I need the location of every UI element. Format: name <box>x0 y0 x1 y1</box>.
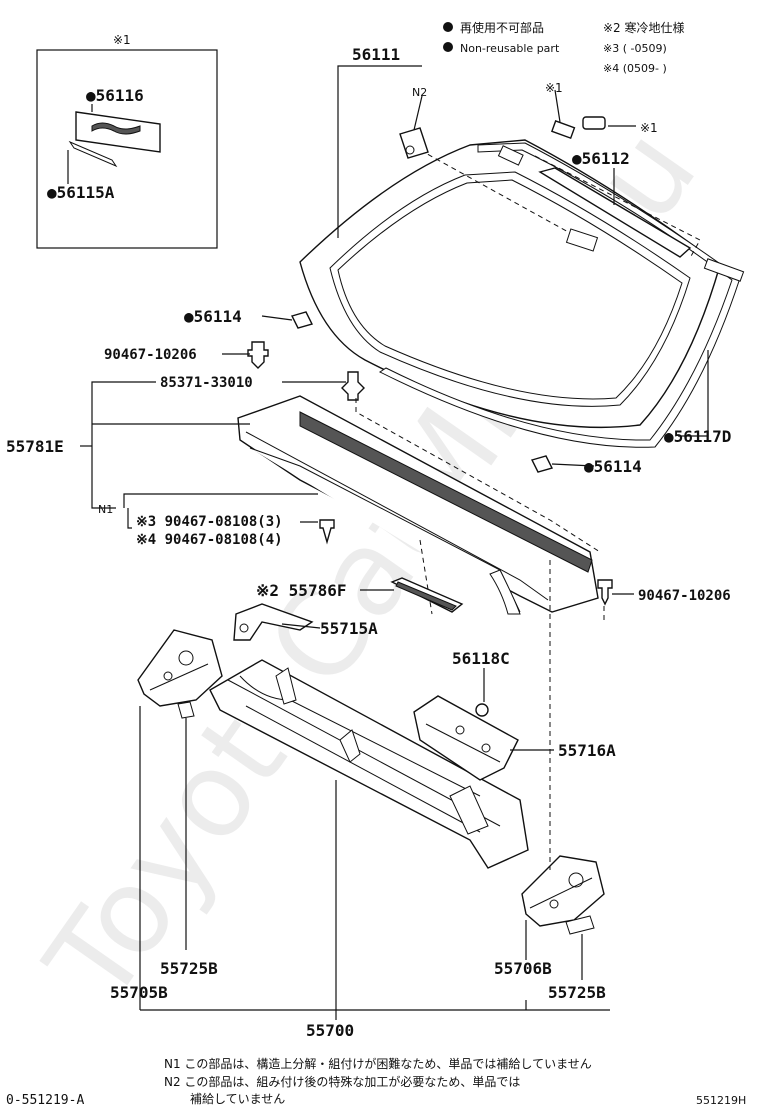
bullet-icon <box>443 42 453 52</box>
label-55706b: 55706B <box>494 959 552 978</box>
label-55725b-right: 55725B <box>548 983 606 1002</box>
bullet-icon <box>443 22 453 32</box>
legend-bullet-jp: 再使用不可部品 <box>460 20 544 35</box>
clip-90467-10206-right <box>597 579 613 606</box>
label-star1-right: ※1 <box>640 121 658 135</box>
legend-bullet-en: Non-reusable part <box>460 42 560 55</box>
label-90467-08108-3: ※3 90467-08108(3) <box>136 514 283 530</box>
label-90467-10206-left: 90467-10206 <box>104 347 197 363</box>
clip-star1-top <box>550 120 576 140</box>
bracket-55715a <box>233 603 314 641</box>
footnote-n2-line1: N2 この部品は、組み付け後の特殊な加工が必要なため、単品では <box>164 1074 520 1089</box>
legend-note-3: ※3 ( -0509) <box>603 42 667 55</box>
footnote-n1: N1 この部品は、構造上分解・組付けが困難なため、単品では補給していません <box>164 1056 592 1071</box>
clip-85371-33010 <box>341 371 365 401</box>
label-90467-08108-4: ※4 90467-08108(4) <box>136 532 283 548</box>
label-56114-right: ●56114 <box>584 457 642 476</box>
legend-note-4: ※4 (0509- ) <box>603 62 667 75</box>
clip-90467-10206-left <box>247 341 269 369</box>
emblem-clip-56115a <box>68 140 118 168</box>
label-55781e: 55781E <box>6 437 64 456</box>
label-56118c: 56118C <box>452 649 510 668</box>
seal-55725b-left <box>177 701 195 719</box>
label-n2: N2 <box>412 86 427 99</box>
label-56114-left: ●56114 <box>184 307 242 326</box>
inset-part-56116: ●56116 <box>86 86 144 105</box>
sensor-mount <box>565 228 599 252</box>
clip-56118c <box>475 703 489 717</box>
footnote-n2-line2: 補給していません <box>190 1092 285 1106</box>
windshield-glass <box>299 139 721 429</box>
label-55786f: ※2 55786F <box>256 581 346 600</box>
inset-box: ※1 ●56116 ●56115A <box>36 33 218 249</box>
seal-55725b-right <box>565 915 595 935</box>
clip-star1-right <box>582 116 606 130</box>
label-55715a: 55715A <box>320 619 378 638</box>
stopper-56114-left <box>290 311 314 329</box>
clip-n2 <box>399 127 429 159</box>
label-56112: ●56112 <box>572 149 630 168</box>
legend-note-2: ※2 寒冷地仕様 <box>603 20 685 35</box>
cowl-panel-55781e <box>237 395 599 615</box>
label-55705b: 55705B <box>110 983 168 1002</box>
label-55700: 55700 <box>306 1021 354 1040</box>
label-star1-top: ※1 <box>545 81 563 95</box>
side-panel-55705b <box>137 629 223 707</box>
bracket-55716a <box>413 695 519 781</box>
label-n1: N1 <box>98 503 113 516</box>
label-56111: 56111 <box>352 45 400 64</box>
figure-code-left: 0-551219-A <box>6 1093 84 1108</box>
clip-90467-08108 <box>319 519 335 545</box>
figure-code-right: 551219H <box>696 1094 746 1107</box>
side-panel-55706b <box>521 855 605 927</box>
inset-label: ※1 <box>113 33 131 47</box>
label-55716a: 55716A <box>558 741 616 760</box>
label-85371-33010: 85371-33010 <box>160 375 253 391</box>
dam-56112 <box>538 167 692 258</box>
cowl-assembly-55700 <box>209 659 529 869</box>
molding-corner <box>703 258 745 282</box>
molding-end <box>497 145 524 166</box>
inset-part-56115a: ●56115A <box>47 183 115 202</box>
emblem-logo <box>91 122 141 135</box>
label-90467-10206-right: 90467-10206 <box>638 588 731 604</box>
label-55725b-left: 55725B <box>160 959 218 978</box>
stopper-56114-right <box>530 455 554 473</box>
label-56117d: ●56117D <box>664 427 731 446</box>
